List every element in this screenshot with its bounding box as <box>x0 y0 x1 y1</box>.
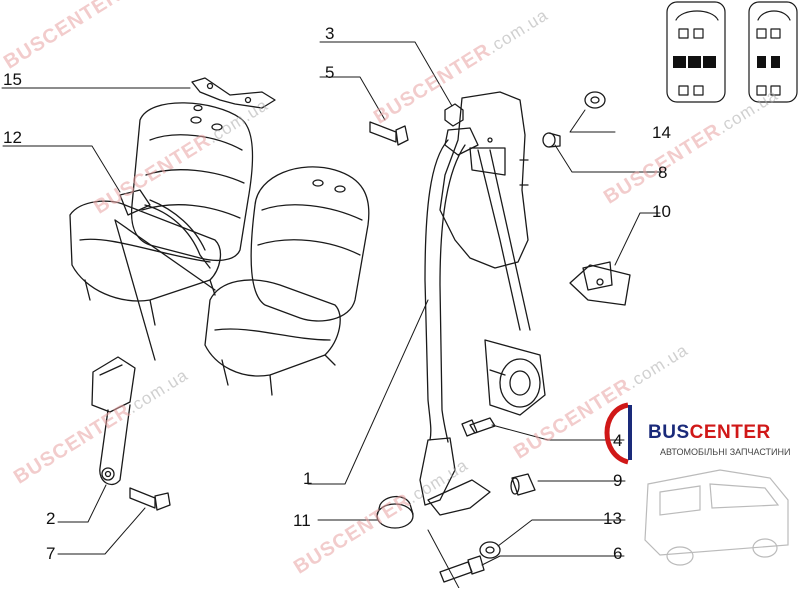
callout-1: 1 <box>303 469 313 488</box>
clip-10-drawing <box>569 261 631 306</box>
bolt-5-drawing <box>369 121 409 146</box>
callout-13: 13 <box>603 509 622 528</box>
washer-14-drawing <box>584 91 606 109</box>
rear-seat-drawing <box>69 102 254 326</box>
callout-11: 11 <box>293 511 311 530</box>
callout-2: 2 <box>46 509 56 528</box>
lower-anchor-drawing <box>427 479 491 516</box>
bolt-4-drawing <box>461 417 496 437</box>
seat-belt-drawing <box>419 127 531 506</box>
callout-8: 8 <box>658 163 668 182</box>
cap-11-drawing <box>376 495 414 529</box>
brand-logo-graphic <box>604 402 632 465</box>
callout-3: 3 <box>325 24 335 43</box>
washer-13-drawing <box>479 541 501 559</box>
brand-subtitle: АВТОМОБІЛЬНІ ЗАПЧАСТИНИ <box>660 447 791 457</box>
callout-10: 10 <box>652 202 671 221</box>
rear-belt-drawing <box>114 189 216 361</box>
pillar-trim-drawing <box>439 91 529 269</box>
spacer-9-drawing <box>510 473 536 496</box>
vehicle-icons <box>666 1 798 103</box>
callout-14: 14 <box>652 123 671 142</box>
bolt-6-drawing <box>439 555 485 583</box>
callout-6: 6 <box>613 544 623 563</box>
spacer-8-drawing <box>542 132 561 148</box>
bolt-7-drawing <box>129 487 171 511</box>
vehicle-icon-fills <box>673 56 780 68</box>
van-illustration <box>644 469 789 566</box>
bracket-15-drawing <box>191 77 276 109</box>
brand-name: BUSCENTER <box>648 422 771 443</box>
buckle-stalk-drawing <box>91 356 136 485</box>
leader-lines <box>1 41 663 591</box>
nut-3-drawing <box>444 103 464 127</box>
callout-9: 9 <box>613 471 623 490</box>
callout-15: 15 <box>3 70 22 89</box>
front-seat-drawing <box>204 166 370 396</box>
brand-logo: BUSCENTER АВТОМОБІЛЬНІ ЗАПЧАСТИНИ <box>600 398 795 568</box>
callout-4: 4 <box>613 431 623 450</box>
callout-7: 7 <box>46 544 56 563</box>
callout-12: 12 <box>3 128 22 147</box>
retractor-drawing <box>484 339 546 416</box>
callout-5: 5 <box>325 63 335 82</box>
